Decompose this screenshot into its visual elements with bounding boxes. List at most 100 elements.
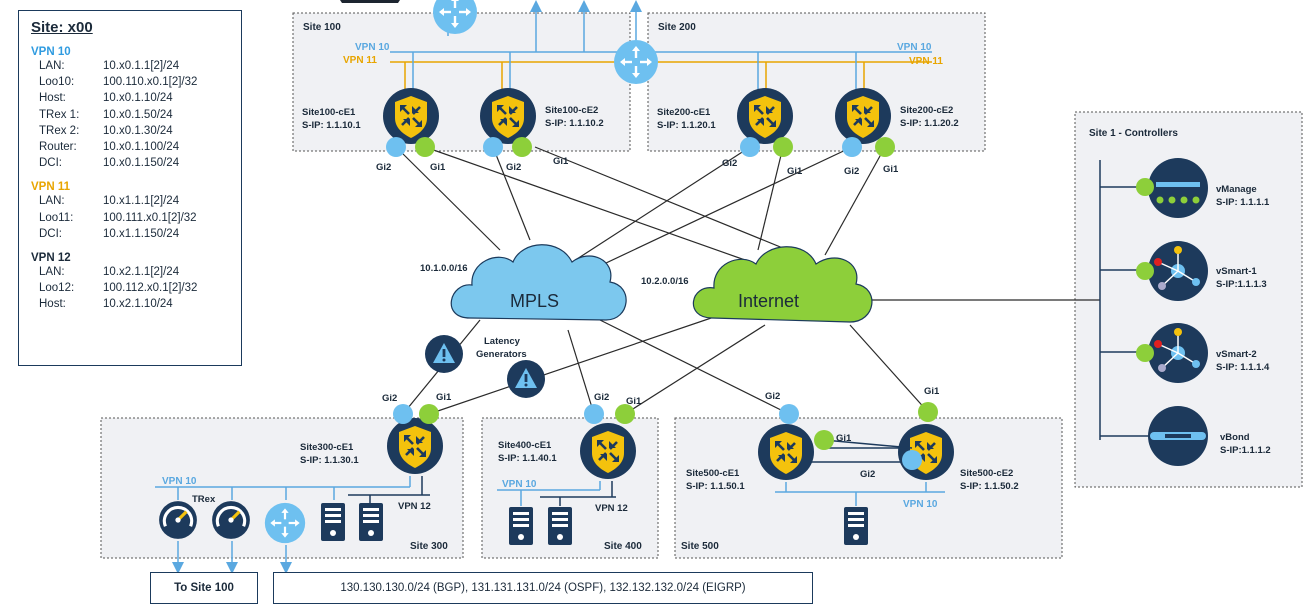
s100ce2-name: Site100-cE2 <box>545 105 598 116</box>
s400-vpn12-label: VPN 12 <box>595 503 628 514</box>
vpn11-row-key: DCI: <box>39 227 62 240</box>
vpn11-row-key: LAN: <box>39 195 65 208</box>
s100ce1-name: Site100-cE1 <box>302 107 356 118</box>
vpn11-row-value: 10.x1.1.1[2]/24 <box>103 195 180 208</box>
to-site100-box: To Site 100 <box>150 572 258 604</box>
vsmart1-name: vSmart-1 <box>1216 266 1257 277</box>
site100-box <box>292 12 631 152</box>
trex2-gauge-icon <box>210 499 252 541</box>
site400-ce1-router-icon <box>578 421 638 481</box>
s400ce1-ip: S-IP: 1.1.40.1 <box>498 453 557 464</box>
vpn10-row-key: Host: <box>39 92 66 105</box>
latency-label-line2: Generators <box>476 349 527 360</box>
vpn10-row: Router: 10.x0.1.100/24 <box>31 139 229 155</box>
vpn10-row-value: 10.x0.1.30/24 <box>103 124 173 137</box>
site300-vpn10-server-icon <box>321 503 345 541</box>
s200ce1-name: Site200-cE1 <box>657 107 711 118</box>
s400ce1-name: Site400-cE1 <box>498 440 552 451</box>
s500ce1-name: Site500-cE1 <box>686 468 740 479</box>
site100-ce1-router-icon <box>381 86 441 146</box>
vbond-name: vBond <box>1220 432 1250 443</box>
vpn10-row: Host:10.x0.1.10/24 <box>31 90 229 106</box>
vsmart2-icon <box>1136 323 1208 383</box>
top-left-vpn10: VPN 10 <box>355 42 390 53</box>
site300-l3-switch-icon <box>263 501 307 545</box>
site200-ce2-router-icon <box>833 86 893 146</box>
s500ce1-ip: S-IP: 1.1.50.1 <box>686 481 745 492</box>
vmanage-ip: S-IP: 1.1.1.1 <box>1216 197 1270 208</box>
vpn10-row: Loo10: 100.110.x0.1[2]/32 <box>31 74 229 90</box>
vpn10-row-key: LAN: <box>39 60 65 72</box>
advertised-prefixes-box: 130.130.130.0/24 (BGP), 131.131.131.0/24… <box>273 572 813 604</box>
vpn10-row-key: TRex 2: <box>39 124 80 137</box>
vmanage-icon <box>1136 158 1208 218</box>
mpls-subnet: 10.1.0.0/16 <box>420 263 468 274</box>
site400-vpn10-server-icon <box>509 507 533 545</box>
vpn12-row: Host:10.x2.1.10/24 <box>31 296 229 312</box>
gi1-label: Gi1 <box>836 433 852 444</box>
vpn10-row-key: DCI: <box>39 157 62 170</box>
latency-label-line1: Latency <box>484 336 521 347</box>
vpn10-row: LAN: 10.x0.1.1[2]/24 <box>31 58 229 74</box>
site500-label: Site 500 <box>681 541 719 552</box>
gi1-label: Gi1 <box>430 162 446 173</box>
gi2-label: Gi2 <box>594 392 609 403</box>
top-right-vpn10: VPN 10 <box>897 42 932 53</box>
site500-box <box>674 417 1063 559</box>
gi2-label: Gi2 <box>376 162 391 173</box>
site100-ce2-router-icon <box>478 86 538 146</box>
vpn10-row-value: 100.110.x0.1[2]/32 <box>103 76 198 89</box>
s300-vpn10-label: VPN 10 <box>162 476 197 487</box>
gi1-label: Gi1 <box>436 392 452 403</box>
s300-vpn12-label: VPN 12 <box>398 501 431 512</box>
gi1-label: Gi1 <box>787 166 803 177</box>
site300-vpn12-server-icon <box>359 503 383 541</box>
vpn11-row-key: Loo11: <box>39 211 74 224</box>
vpn10-row-value: 10.x0.1.150/24 <box>103 157 180 170</box>
vbond-ip: S-IP:1.1.1.2 <box>1220 445 1271 456</box>
internet-label: Internet <box>738 291 799 311</box>
vpn10-row-value: 10.x0.1.100/24 <box>103 141 180 154</box>
vpn10-row-value: 10.x0.1.1[2]/24 <box>103 60 180 72</box>
site-interconnect-l3-switch-icon <box>612 38 660 86</box>
latency-generator-1-icon <box>425 335 463 373</box>
s400-vpn10-label: VPN 10 <box>502 479 537 490</box>
mpls-cloud <box>450 244 627 321</box>
vpn12-row-value: 100.112.x0.1[2]/32 <box>103 282 198 295</box>
site200-box <box>647 12 986 152</box>
internet-cloud <box>692 246 873 323</box>
vpn12-row-key: Loo12: <box>39 282 75 295</box>
vsmart2-ip: S-IP: 1.1.1.4 <box>1216 362 1270 373</box>
vbond-icon <box>1148 406 1208 466</box>
vpn12-row-key: LAN: <box>39 266 65 279</box>
gi2-label: Gi2 <box>382 393 397 404</box>
top-left-vpn11: VPN 11 <box>343 55 377 66</box>
gi1-label: Gi1 <box>553 156 569 167</box>
site500-ce1-router-icon <box>756 422 816 482</box>
s300ce1-ip: S-IP: 1.1.30.1 <box>300 455 359 466</box>
s100ce2-ip: S-IP: 1.1.10.2 <box>545 118 604 129</box>
s200ce1-ip: S-IP: 1.1.20.1 <box>657 120 716 131</box>
site100-label: Site 100 <box>303 22 341 33</box>
vpn10-row-value: 10.x0.1.50/24 <box>103 108 173 121</box>
vpn11-row-value: 10.x1.1.150/24 <box>103 227 180 240</box>
gi1-label: Gi1 <box>883 164 899 175</box>
vpn10-row: DCI: 10.x0.1.150/24 <box>31 155 229 171</box>
top-right-vpn11: VPN 11 <box>909 56 943 67</box>
latency-generator-2-icon <box>507 360 545 398</box>
controllers-label: Site 1 - Controllers <box>1089 128 1178 139</box>
vpn12-row-value: 10.x2.1.1[2]/24 <box>103 266 180 279</box>
trex1-gauge-icon <box>157 499 199 541</box>
vpn11-row: Loo11:100.111.x0.1[2]/32 <box>31 210 229 226</box>
vpn10-row-key: Loo10: <box>39 76 75 89</box>
vpn10-row-key: Router: <box>39 141 77 154</box>
s300ce1-name: Site300-cE1 <box>300 442 354 453</box>
gi2-label: Gi2 <box>506 162 521 173</box>
vpn11-row: DCI: 10.x1.1.150/24 <box>31 226 229 242</box>
vmanage-name: vManage <box>1216 184 1257 195</box>
gi2-label: Gi2 <box>860 469 875 480</box>
